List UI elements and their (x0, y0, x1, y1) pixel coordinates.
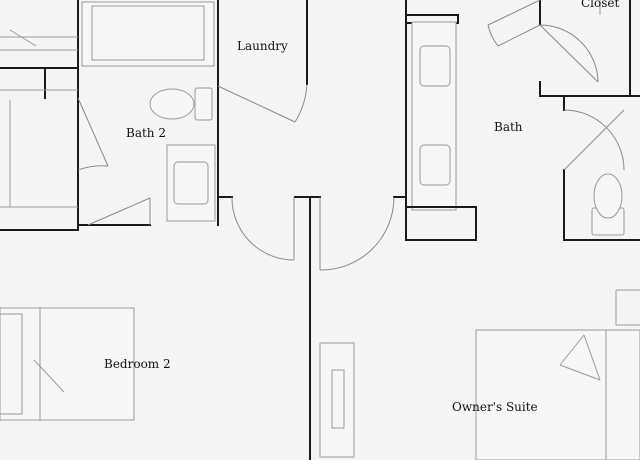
room-labels: Closet Laundry Bath 2 Bath Bedroom 2 Own… (104, 0, 620, 414)
room-label-closet: Closet (581, 0, 620, 10)
room-label-laundry: Laundry (237, 39, 288, 53)
dresser (319, 342, 355, 458)
room-label-bath: Bath (494, 120, 523, 134)
doors (77, 0, 625, 271)
toilet-bowl-2 (593, 173, 623, 219)
room-label-owners-suite: Owner's Suite (452, 400, 538, 414)
room-label-bath2: Bath 2 (126, 126, 166, 140)
room-label-bedroom2: Bedroom 2 (104, 357, 171, 371)
toilet-tank (194, 87, 213, 121)
toilet-bowl (149, 88, 195, 120)
bed-owners-suite (475, 329, 640, 460)
